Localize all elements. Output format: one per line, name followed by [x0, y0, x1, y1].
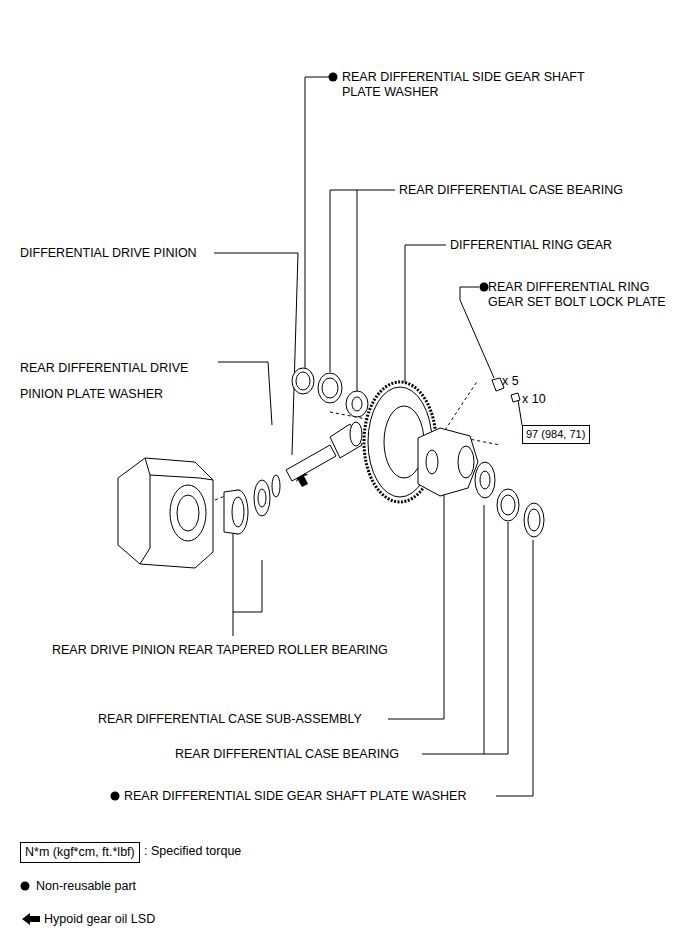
center-line	[445, 380, 478, 430]
bearing-cone-inner	[352, 397, 362, 411]
legend-text: Non-reusable part	[36, 879, 136, 894]
bearing-cone	[475, 462, 495, 498]
differential-carrier	[118, 458, 213, 568]
part-name: DIFFERENTIAL DRIVE PINION	[20, 246, 197, 261]
non-reusable-dot	[111, 792, 120, 801]
part-name: REAR DIFFERENTIAL SIDE GEAR SHAFT PLATE …	[124, 789, 466, 804]
torque-legend-box: N*m (kgf*cm, ft.*lbf)	[20, 842, 140, 863]
carrier-bore	[177, 495, 199, 531]
bearing-cup	[497, 489, 519, 521]
bearing-cup-inner	[232, 497, 244, 527]
leader-line	[214, 253, 298, 455]
leader-line	[218, 362, 272, 425]
pinion-shaft	[286, 445, 336, 481]
quantity-label: x 5	[502, 374, 519, 389]
leader-line	[484, 505, 485, 754]
legend-oil-arrow	[22, 913, 40, 925]
part-name: DIFFERENTIAL RING GEAR	[450, 238, 612, 253]
part-name: REAR DIFFERENTIAL SIDE GEAR SHAFT PLATE …	[342, 70, 617, 100]
case-hub	[458, 446, 474, 478]
legend-text: Hypoid gear oil LSD	[44, 912, 155, 927]
part-name: REAR DIFFERENTIAL DRIVE PINION PLATE WAS…	[20, 355, 225, 407]
set-bolt	[511, 393, 520, 402]
torque-value: N*m (kgf*cm, ft.*lbf)	[25, 845, 135, 860]
torque-value: 97 (984, 71)	[526, 428, 586, 441]
part-name: REAR DRIVE PINION REAR TAPERED ROLLER BE…	[52, 643, 388, 658]
bearing-cone-inner	[258, 489, 266, 507]
leader-line	[305, 77, 329, 368]
part-name: REAR DIFFERENTIAL CASE BEARING	[399, 183, 623, 198]
quantity-label: x 10	[522, 392, 546, 407]
bearing-cone	[254, 480, 270, 516]
bearing-cup	[318, 373, 342, 403]
leader-line	[422, 522, 508, 754]
differential-case	[418, 428, 478, 496]
case-window	[426, 450, 438, 474]
leader-line	[496, 540, 533, 796]
leader-line	[405, 245, 446, 386]
leader-line	[233, 612, 234, 636]
part-name: REAR DIFFERENTIAL RING GEAR SET BOLT LOC…	[488, 280, 682, 310]
side-washer	[524, 503, 544, 537]
side-washer	[292, 368, 314, 394]
bearing-cup-inner	[501, 495, 515, 515]
leader-line	[357, 190, 358, 392]
non-reusable-dot	[329, 73, 338, 82]
bearing-cup-inner	[322, 378, 338, 398]
side-washer-hole	[296, 372, 310, 390]
legend-text: : Specified torque	[144, 844, 241, 859]
part-name: REAR DIFFERENTIAL CASE BEARING	[175, 747, 399, 762]
side-washer-hole	[528, 509, 540, 531]
carrier-flange	[170, 485, 206, 541]
part-name: REAR DIFFERENTIAL CASE SUB-ASSEMBLY	[98, 712, 362, 727]
non-reusable-dot	[480, 283, 489, 292]
leader-line	[330, 190, 395, 372]
bearing-cone	[346, 391, 368, 417]
legend-dot	[21, 882, 30, 891]
pinion-gear-face	[350, 422, 362, 446]
leader-line	[388, 478, 444, 719]
torque-box: 97 (984, 71)	[522, 425, 590, 444]
carrier-edge	[145, 458, 213, 480]
plate-washer	[272, 475, 280, 497]
leader-line	[233, 532, 262, 612]
bearing-cone-inner	[480, 471, 490, 489]
leader-line	[518, 400, 522, 425]
carrier-edge	[140, 475, 150, 564]
